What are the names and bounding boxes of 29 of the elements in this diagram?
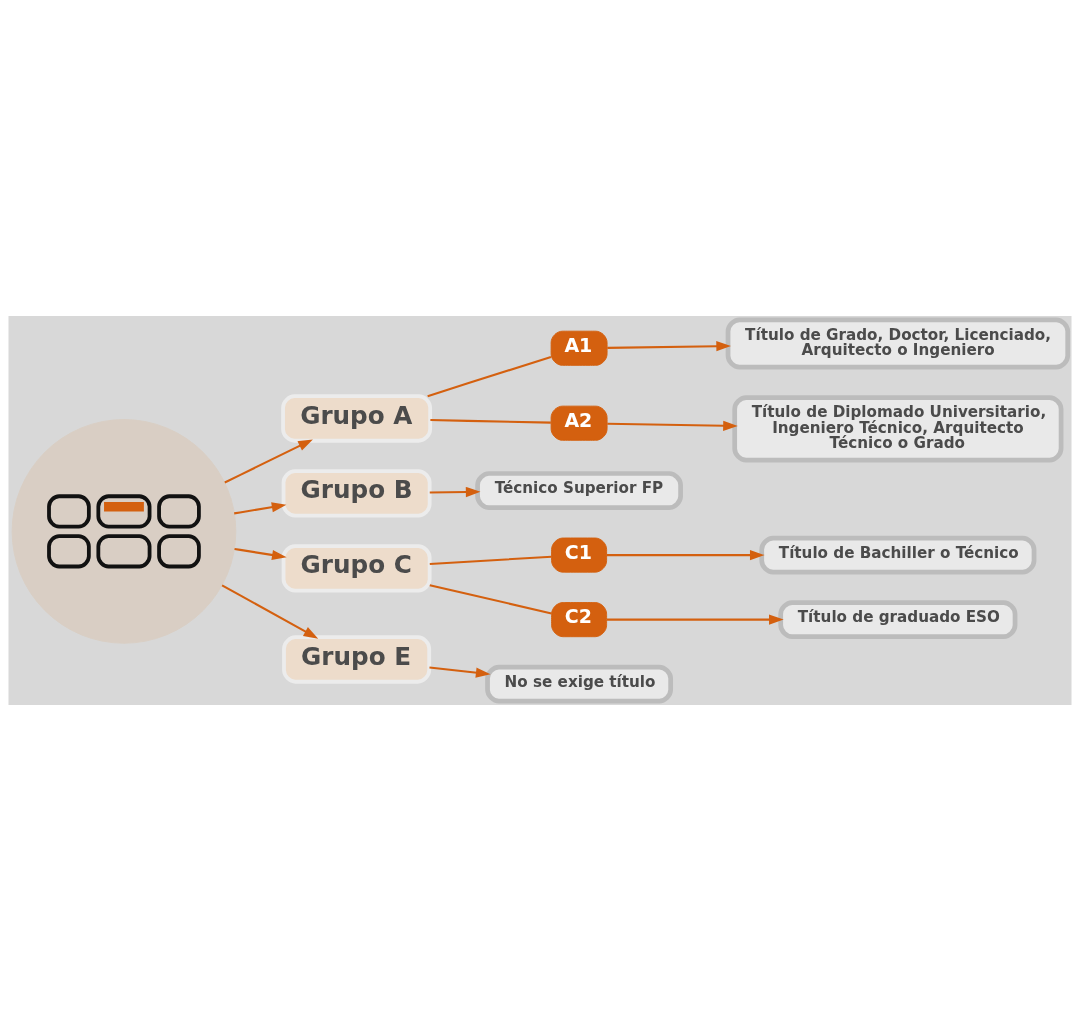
node-box: No se exige título [485, 664, 673, 704]
arrow [429, 666, 491, 678]
node-box: Grupo B [281, 469, 432, 518]
node-box: Título de Grado, Doctor, Licenciado, Arquitecto o Ingeniero [725, 317, 1071, 370]
node-box: A1 [550, 330, 608, 366]
connector [427, 355, 552, 398]
connector [430, 419, 551, 424]
node-box: Técnico Superior FP [475, 471, 683, 510]
arrow [234, 502, 287, 515]
arrow [607, 420, 738, 431]
node-box: Título de graduado ESO [778, 600, 1018, 640]
arrow [234, 547, 287, 561]
connector [429, 555, 552, 566]
node-box: Grupo C [281, 544, 432, 593]
arrow [607, 341, 731, 352]
node-box: C2 [551, 602, 608, 638]
node-box: Título de Bachiller o Técnico [759, 535, 1037, 575]
arrow [224, 439, 313, 484]
node-box: Grupo A [281, 394, 433, 443]
connector [429, 584, 552, 615]
node-box: Título de Diplomado Universitario, Ingeniero Técnico, Arquitecto Técnico o Grado [732, 395, 1064, 463]
arrow [606, 549, 765, 561]
node-box: C1 [551, 537, 608, 573]
arrow [429, 486, 481, 498]
arrow [221, 584, 319, 639]
node-picture [11, 419, 237, 644]
node-box: Grupo E [282, 635, 432, 684]
node-box: A2 [550, 405, 608, 441]
arrow [606, 614, 784, 625]
